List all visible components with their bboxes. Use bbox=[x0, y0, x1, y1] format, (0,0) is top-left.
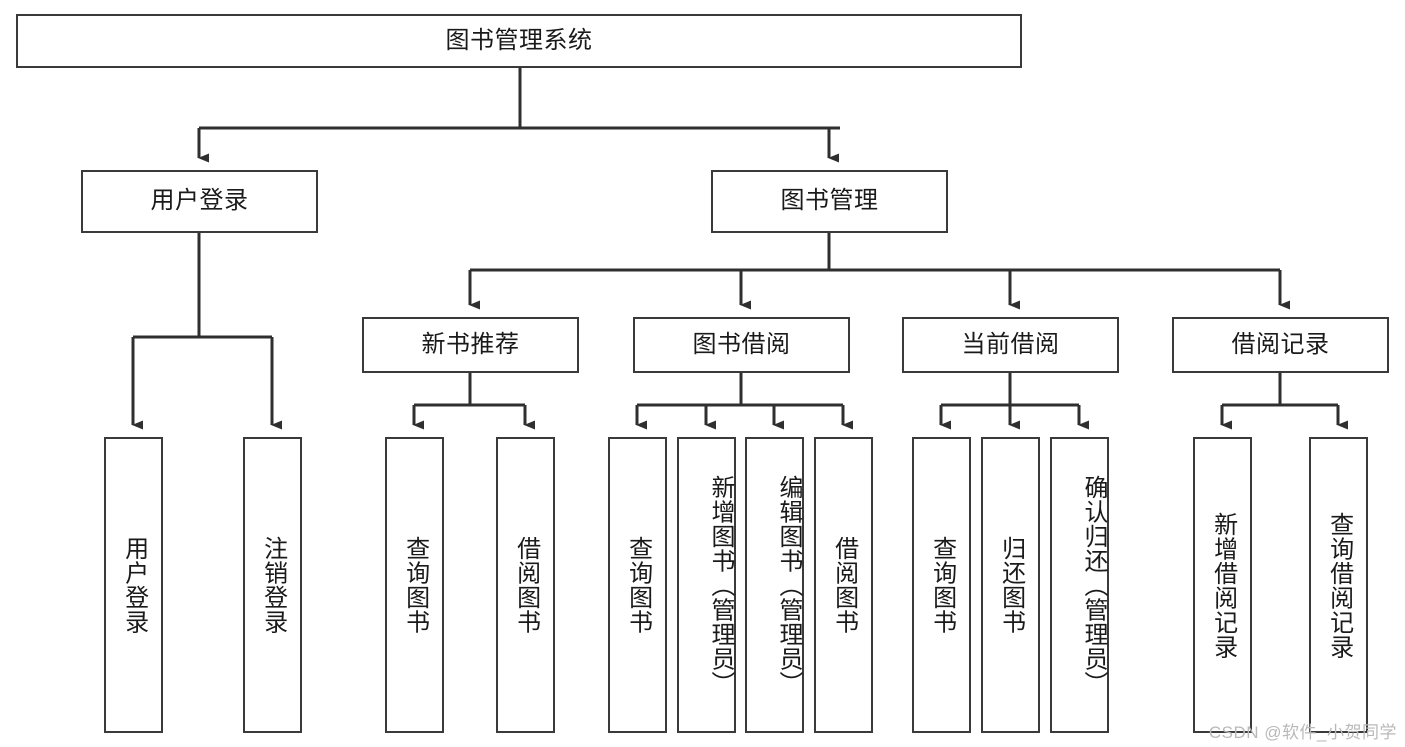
node-leaf-add-record[interactable]: 新增借阅记录 bbox=[1193, 437, 1252, 733]
node-label: 新增借阅记录 bbox=[1209, 511, 1237, 659]
csdn-watermark: CSDN @软件_小贺同学 bbox=[1208, 723, 1397, 742]
node-label: 新增图书（管理员） bbox=[707, 474, 734, 696]
node-new-book-recommend[interactable]: 新书推荐 bbox=[362, 317, 579, 373]
node-label: 借阅图书 bbox=[512, 536, 540, 634]
node-leaf-borrow-book-2[interactable]: 借阅图书 bbox=[814, 437, 873, 733]
node-label: 当前借阅 bbox=[961, 330, 1060, 358]
node-leaf-return-book[interactable]: 归还图书 bbox=[981, 437, 1040, 733]
node-label: 归还图书 bbox=[997, 536, 1025, 634]
node-label: 查询图书 bbox=[624, 536, 652, 634]
node-label: 查询借阅记录 bbox=[1325, 511, 1353, 659]
node-leaf-query-book-1[interactable]: 查询图书 bbox=[385, 437, 444, 733]
node-root-system[interactable]: 图书管理系统 bbox=[16, 14, 1022, 68]
node-current-borrow[interactable]: 当前借阅 bbox=[902, 317, 1119, 373]
node-leaf-edit-book[interactable]: 编辑图书（管理员） bbox=[745, 437, 804, 733]
node-label: 查询图书 bbox=[401, 536, 429, 634]
node-book-borrow[interactable]: 图书借阅 bbox=[633, 317, 850, 373]
node-label: 注销登录 bbox=[259, 536, 287, 634]
node-label: 确认归还（管理员） bbox=[1080, 474, 1107, 696]
node-label: 图书借阅 bbox=[692, 330, 791, 358]
node-label: 借阅图书 bbox=[830, 536, 858, 634]
node-user-login[interactable]: 用户登录 bbox=[81, 170, 318, 233]
node-label: 用户登录 bbox=[120, 536, 148, 634]
node-label: 新书推荐 bbox=[421, 330, 520, 358]
node-leaf-query-record[interactable]: 查询借阅记录 bbox=[1309, 437, 1368, 733]
node-leaf-query-book-3[interactable]: 查询图书 bbox=[912, 437, 971, 733]
node-leaf-confirm-return[interactable]: 确认归还（管理员） bbox=[1050, 437, 1109, 733]
node-leaf-borrow-book-1[interactable]: 借阅图书 bbox=[496, 437, 555, 733]
node-borrow-record[interactable]: 借阅记录 bbox=[1172, 317, 1389, 373]
node-leaf-logout-login[interactable]: 注销登录 bbox=[243, 437, 302, 733]
node-label: 编辑图书（管理员） bbox=[775, 474, 802, 696]
node-label: 用户登录 bbox=[150, 187, 249, 215]
node-label: 图书管理系统 bbox=[445, 26, 593, 54]
node-leaf-query-book-2[interactable]: 查询图书 bbox=[608, 437, 667, 733]
node-book-manage[interactable]: 图书管理 bbox=[711, 170, 948, 233]
node-leaf-add-book[interactable]: 新增图书（管理员） bbox=[677, 437, 736, 733]
node-label: 借阅记录 bbox=[1231, 330, 1330, 358]
node-label: 图书管理 bbox=[780, 187, 879, 215]
node-label: 查询图书 bbox=[928, 536, 956, 634]
node-leaf-user-login[interactable]: 用户登录 bbox=[104, 437, 163, 733]
